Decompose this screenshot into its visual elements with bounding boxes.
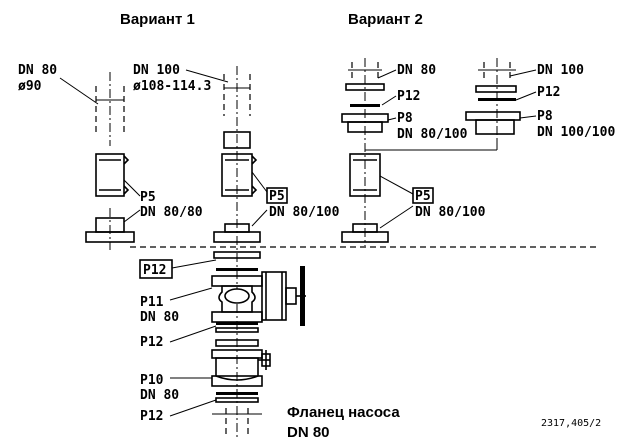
v2-right-column bbox=[365, 58, 521, 151]
label-v2-left-dn: DN 80 bbox=[397, 63, 436, 78]
drawing-code: 2317,405/2 bbox=[541, 418, 601, 429]
label-p12-mid: P12 bbox=[140, 335, 163, 350]
label-p11: P11 bbox=[140, 295, 164, 310]
box-v2-p5 bbox=[412, 187, 434, 204]
label-v2-right-p12: P12 bbox=[537, 85, 560, 100]
label-v1-left-dn: DN 80 bbox=[18, 63, 57, 78]
label-v2-p12: P12 bbox=[397, 89, 420, 104]
label-p11-dn: DN 80 bbox=[140, 310, 179, 325]
v2-left-column bbox=[341, 58, 389, 246]
box-p12 bbox=[139, 259, 173, 279]
label-p10-dn: DN 80 bbox=[140, 388, 179, 403]
label-v2-right-dn: DN 100 bbox=[537, 63, 584, 78]
label-v1-left-dia: ø90 bbox=[18, 79, 42, 94]
label-v2-p5: P5 bbox=[415, 189, 431, 204]
label-v2-right-p8-dn: DN 100/100 bbox=[537, 125, 615, 140]
label-v1-p5-dn: DN 80/80 bbox=[140, 205, 203, 220]
label-v1-mid-dn: DN 100 bbox=[133, 63, 180, 78]
label-p12-box: P12 bbox=[143, 263, 166, 278]
p10-check-valve bbox=[211, 339, 271, 387]
label-p12-bottom: P12 bbox=[140, 409, 163, 424]
label-v2-p8-dn: DN 80/100 bbox=[397, 127, 468, 142]
v1-mid-column bbox=[213, 66, 261, 440]
label-pump-flange-dn: DN 80 bbox=[287, 424, 330, 441]
p11-gate-valve bbox=[211, 266, 306, 326]
v1-left-column bbox=[85, 72, 135, 250]
label-v2-p5-dn: DN 80/100 bbox=[415, 205, 486, 220]
box-v1-mid-p5 bbox=[266, 187, 288, 204]
label-p10: P10 bbox=[140, 373, 164, 388]
label-v1-mid-p5-dn: DN 80/100 bbox=[269, 205, 340, 220]
header-variant-2: Вариант 2 bbox=[348, 11, 423, 28]
label-v1-p5: P5 bbox=[140, 190, 156, 205]
label-pump-flange: Фланец насоса bbox=[287, 404, 400, 421]
header-variant-1: Вариант 1 bbox=[120, 11, 195, 28]
label-v2-p8: P8 bbox=[397, 111, 413, 126]
label-v1-mid-p5: P5 bbox=[269, 189, 285, 204]
label-v1-mid-dia: ø108-114.3 bbox=[133, 79, 211, 94]
label-v2-right-p8: P8 bbox=[537, 109, 553, 124]
